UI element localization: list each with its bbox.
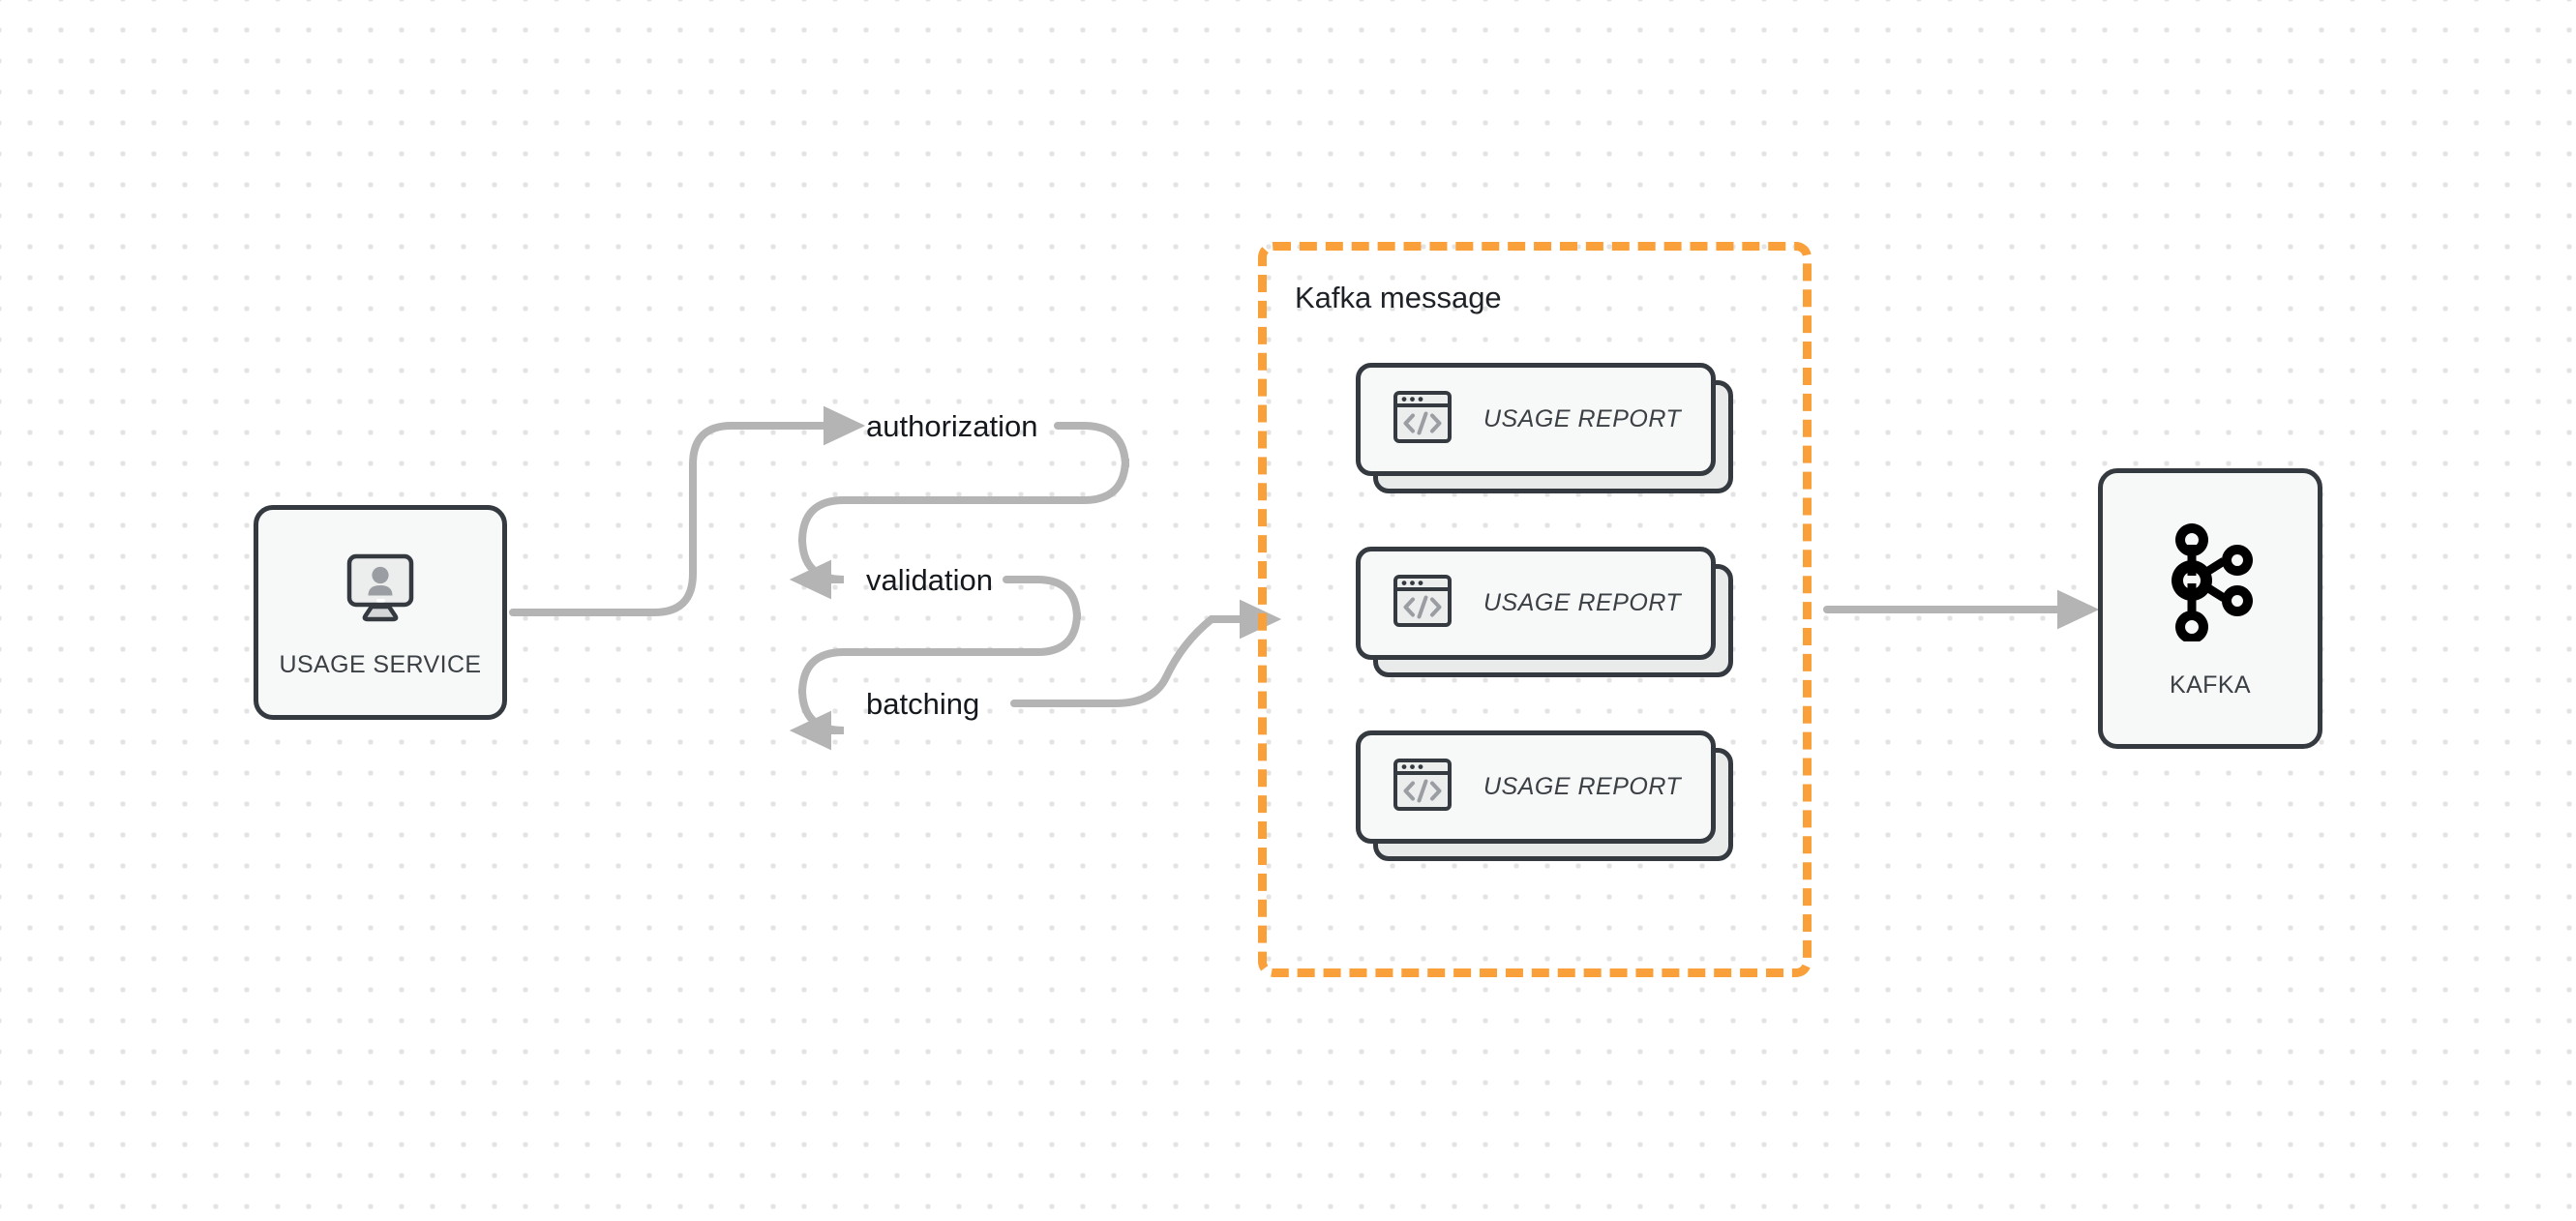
step-label-validation: validation [866,563,993,597]
group-kafka-message [1258,242,1812,977]
step-label-authorization: authorization [866,409,1038,443]
report-card[interactable]: USAGE REPORT [1356,547,1733,677]
report-card-label: USAGE REPORT [1483,773,1682,800]
monitor-user-icon [339,546,422,634]
node-kafka[interactable]: KAFKA [2098,468,2322,749]
report-card-face[interactable]: USAGE REPORT [1356,730,1716,844]
report-card-label: USAGE REPORT [1483,589,1682,616]
report-card[interactable]: USAGE REPORT [1356,730,1733,861]
code-window-icon [1393,387,1453,452]
code-window-icon [1393,571,1453,636]
node-usage-service[interactable]: USAGE SERVICE [254,505,507,720]
wire-batching-to-kafka-message [1010,599,1282,707]
report-card[interactable]: USAGE REPORT [1356,363,1733,493]
wire-authorization-to-validation [789,422,1129,600]
report-card-face[interactable]: USAGE REPORT [1356,547,1716,660]
code-window-icon [1393,755,1453,819]
kafka-logo-icon [2160,518,2261,646]
step-label-batching: batching [866,687,980,721]
node-usage-service-label: USAGE SERVICE [279,651,482,678]
report-card-label: USAGE REPORT [1483,405,1682,432]
report-card-face[interactable]: USAGE REPORT [1356,363,1716,476]
wire-service-to-authorization [509,405,866,616]
node-kafka-label: KAFKA [2170,671,2251,699]
group-kafka-message-title: Kafka message [1295,281,1502,314]
